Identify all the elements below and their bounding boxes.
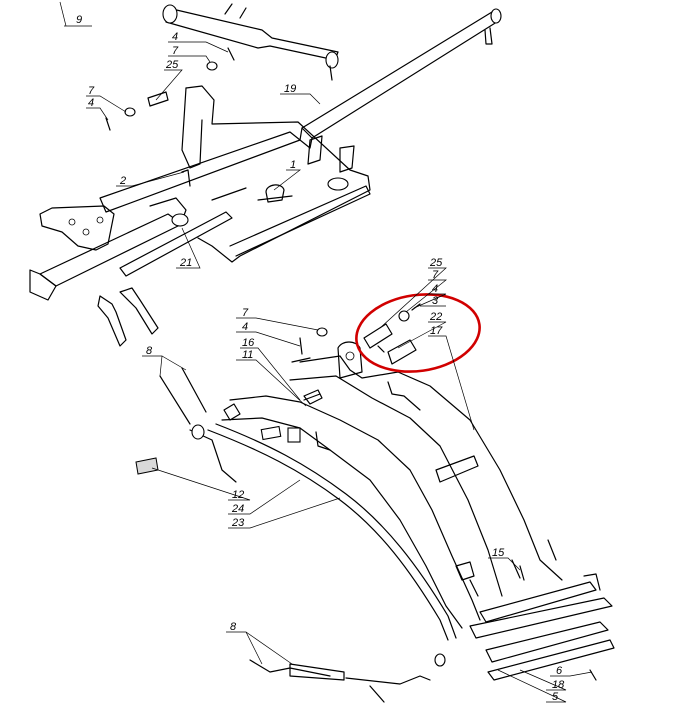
lower-frame <box>221 341 615 681</box>
label-7-upper: 7 <box>172 45 179 57</box>
label-7-mid: 7 <box>242 307 249 319</box>
label-1: 1 <box>290 159 296 171</box>
hydraulic-hoses <box>159 367 457 703</box>
label-8-lower: 8 <box>230 621 237 633</box>
label-22: 22 <box>429 311 442 323</box>
label-15: 15 <box>492 547 505 559</box>
hydraulic-cylinder <box>162 3 339 81</box>
label-3: 3 <box>432 295 439 307</box>
highlight-circle <box>355 293 481 373</box>
label-24: 24 <box>231 503 244 515</box>
label-19: 19 <box>284 83 296 95</box>
label-5: 5 <box>552 691 559 703</box>
lower-small-parts <box>135 303 421 475</box>
main-cross-beam <box>299 8 502 149</box>
label-4-left: 4 <box>88 97 94 109</box>
label-12: 12 <box>232 489 244 501</box>
label-4-upper: 4 <box>172 31 178 43</box>
label-8-mid: 8 <box>146 345 153 357</box>
label-21: 21 <box>179 257 192 269</box>
label-4-lower: 4 <box>432 283 438 295</box>
label-17: 17 <box>430 325 443 337</box>
label-2: 2 <box>119 175 126 187</box>
upper-small-parts <box>97 47 235 347</box>
label-23: 23 <box>231 517 245 529</box>
label-25-upper: 25 <box>165 59 179 71</box>
leader-lines <box>59 1 593 703</box>
label-7-lower: 7 <box>432 269 439 281</box>
label-11: 11 <box>242 349 253 361</box>
upper-frame <box>29 85 371 301</box>
callout-labels: 9 4 7 25 19 7 4 2 1 21 25 7 4 3 22 17 7 … <box>76 14 565 703</box>
label-9: 9 <box>76 14 82 26</box>
label-6: 6 <box>556 665 563 677</box>
label-18: 18 <box>552 679 565 691</box>
label-25-lower: 25 <box>429 257 443 269</box>
label-4-mid: 4 <box>242 321 248 333</box>
label-7-left: 7 <box>88 85 95 97</box>
label-16: 16 <box>242 337 255 349</box>
